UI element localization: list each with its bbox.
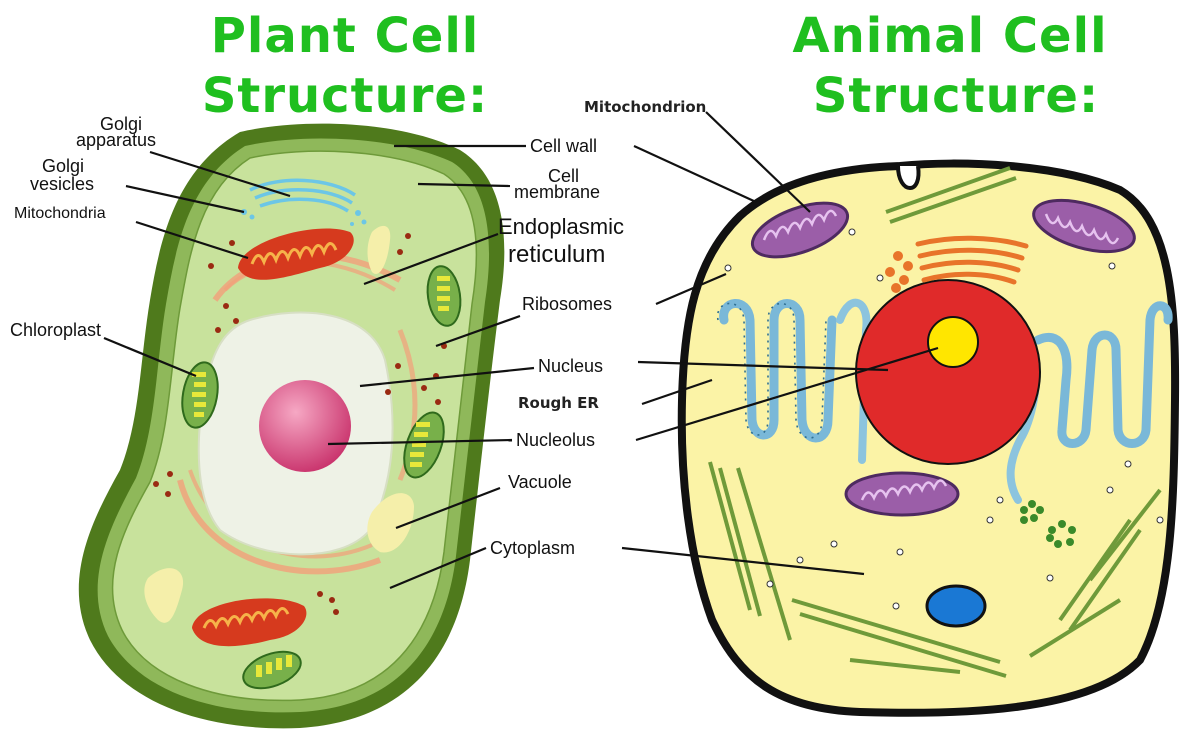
animal-nucleolus <box>928 317 978 367</box>
animal-nucleus <box>856 280 1040 464</box>
label-vacuole: Vacuole <box>508 472 572 492</box>
animal-title-line1: Animal Cell <box>792 8 1107 64</box>
label-rough-er: Rough ER <box>518 394 599 412</box>
plant-nucleus <box>259 380 351 472</box>
animal-title-line2: Structure: <box>813 68 1099 124</box>
animal-mitochondrion-3 <box>846 473 958 515</box>
label-golgi-vesicles-line1: Golgi <box>42 156 84 176</box>
label-nucleus: Nucleus <box>538 356 603 376</box>
animal-lysosome <box>927 586 985 626</box>
plant-cell <box>79 124 505 729</box>
label-er-line1: Endoplasmic <box>498 214 624 239</box>
label-er-line2: reticulum <box>508 241 605 268</box>
plant-title-line1: Plant Cell <box>211 8 480 64</box>
label-golgi-apparatus-line2: apparatus <box>76 130 156 150</box>
label-nucleolus: Nucleolus <box>516 430 595 450</box>
label-cytoplasm: Cytoplasm <box>490 538 575 558</box>
label-mitochondria: Mitochondria <box>14 205 106 222</box>
label-golgi-vesicles-line2: vesicles <box>30 174 94 194</box>
label-cell-membrane-line2: membrane <box>514 182 600 202</box>
plant-title-line2: Structure: <box>202 68 488 124</box>
label-cell-wall: Cell wall <box>530 136 597 156</box>
animal-cell <box>682 164 1175 713</box>
label-chloroplast: Chloroplast <box>10 320 101 340</box>
label-ribosomes: Ribosomes <box>522 294 612 314</box>
label-mitochondrion: Mitochondrion <box>584 98 706 116</box>
